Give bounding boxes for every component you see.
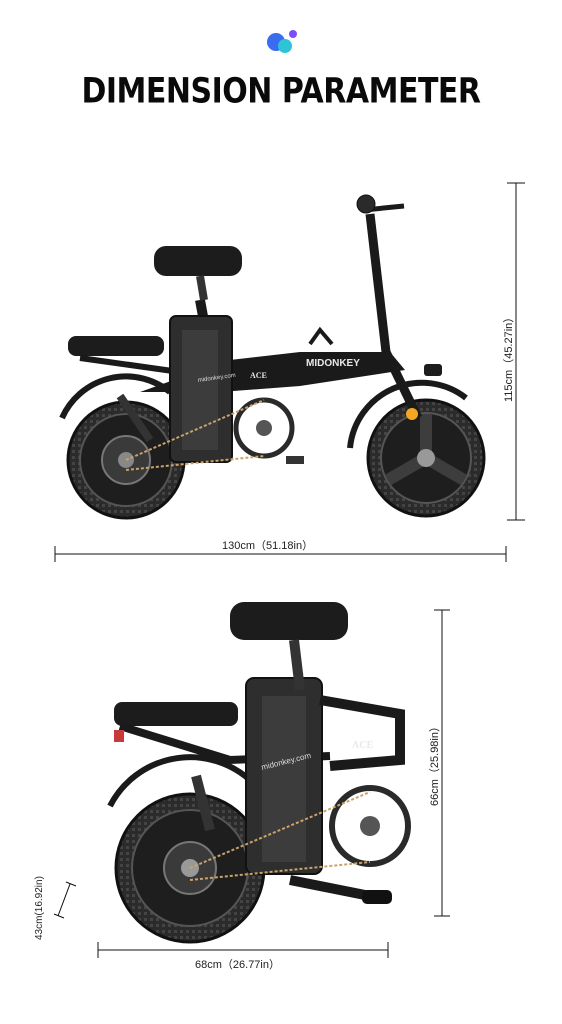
folded-height-dimension bbox=[434, 609, 450, 917]
wheel-size-dimension bbox=[53, 881, 77, 919]
battery-brand-text: midonkey.com bbox=[197, 373, 236, 384]
top-length-dimension bbox=[54, 546, 507, 562]
frame-model-text: ACE bbox=[250, 371, 267, 380]
folded-width-dimension bbox=[97, 942, 389, 958]
frame-brand-text: MIDONKEY bbox=[306, 358, 360, 369]
folded-model-text: ACE bbox=[352, 740, 373, 751]
side-view-bike: midonkey.com MIDONKEY ACE bbox=[59, 194, 486, 520]
page-title: DIMENSION PARAMETER bbox=[81, 71, 481, 112]
front-wheel bbox=[366, 398, 486, 518]
folded-height-label: 66cm（25.98in） bbox=[429, 721, 441, 806]
folded-bike: midonkey.com ACE bbox=[107, 602, 411, 944]
bubble-logo-icon bbox=[267, 30, 297, 53]
wheel-size-label: 43cm(16.92in) bbox=[34, 876, 45, 940]
length-label: 130cm（51.18in） bbox=[222, 540, 314, 552]
height-label: 115cm（45.27in） bbox=[503, 311, 515, 402]
folded-width-label: 68cm（26.77in） bbox=[195, 959, 280, 971]
top-height-dimension bbox=[507, 182, 525, 521]
